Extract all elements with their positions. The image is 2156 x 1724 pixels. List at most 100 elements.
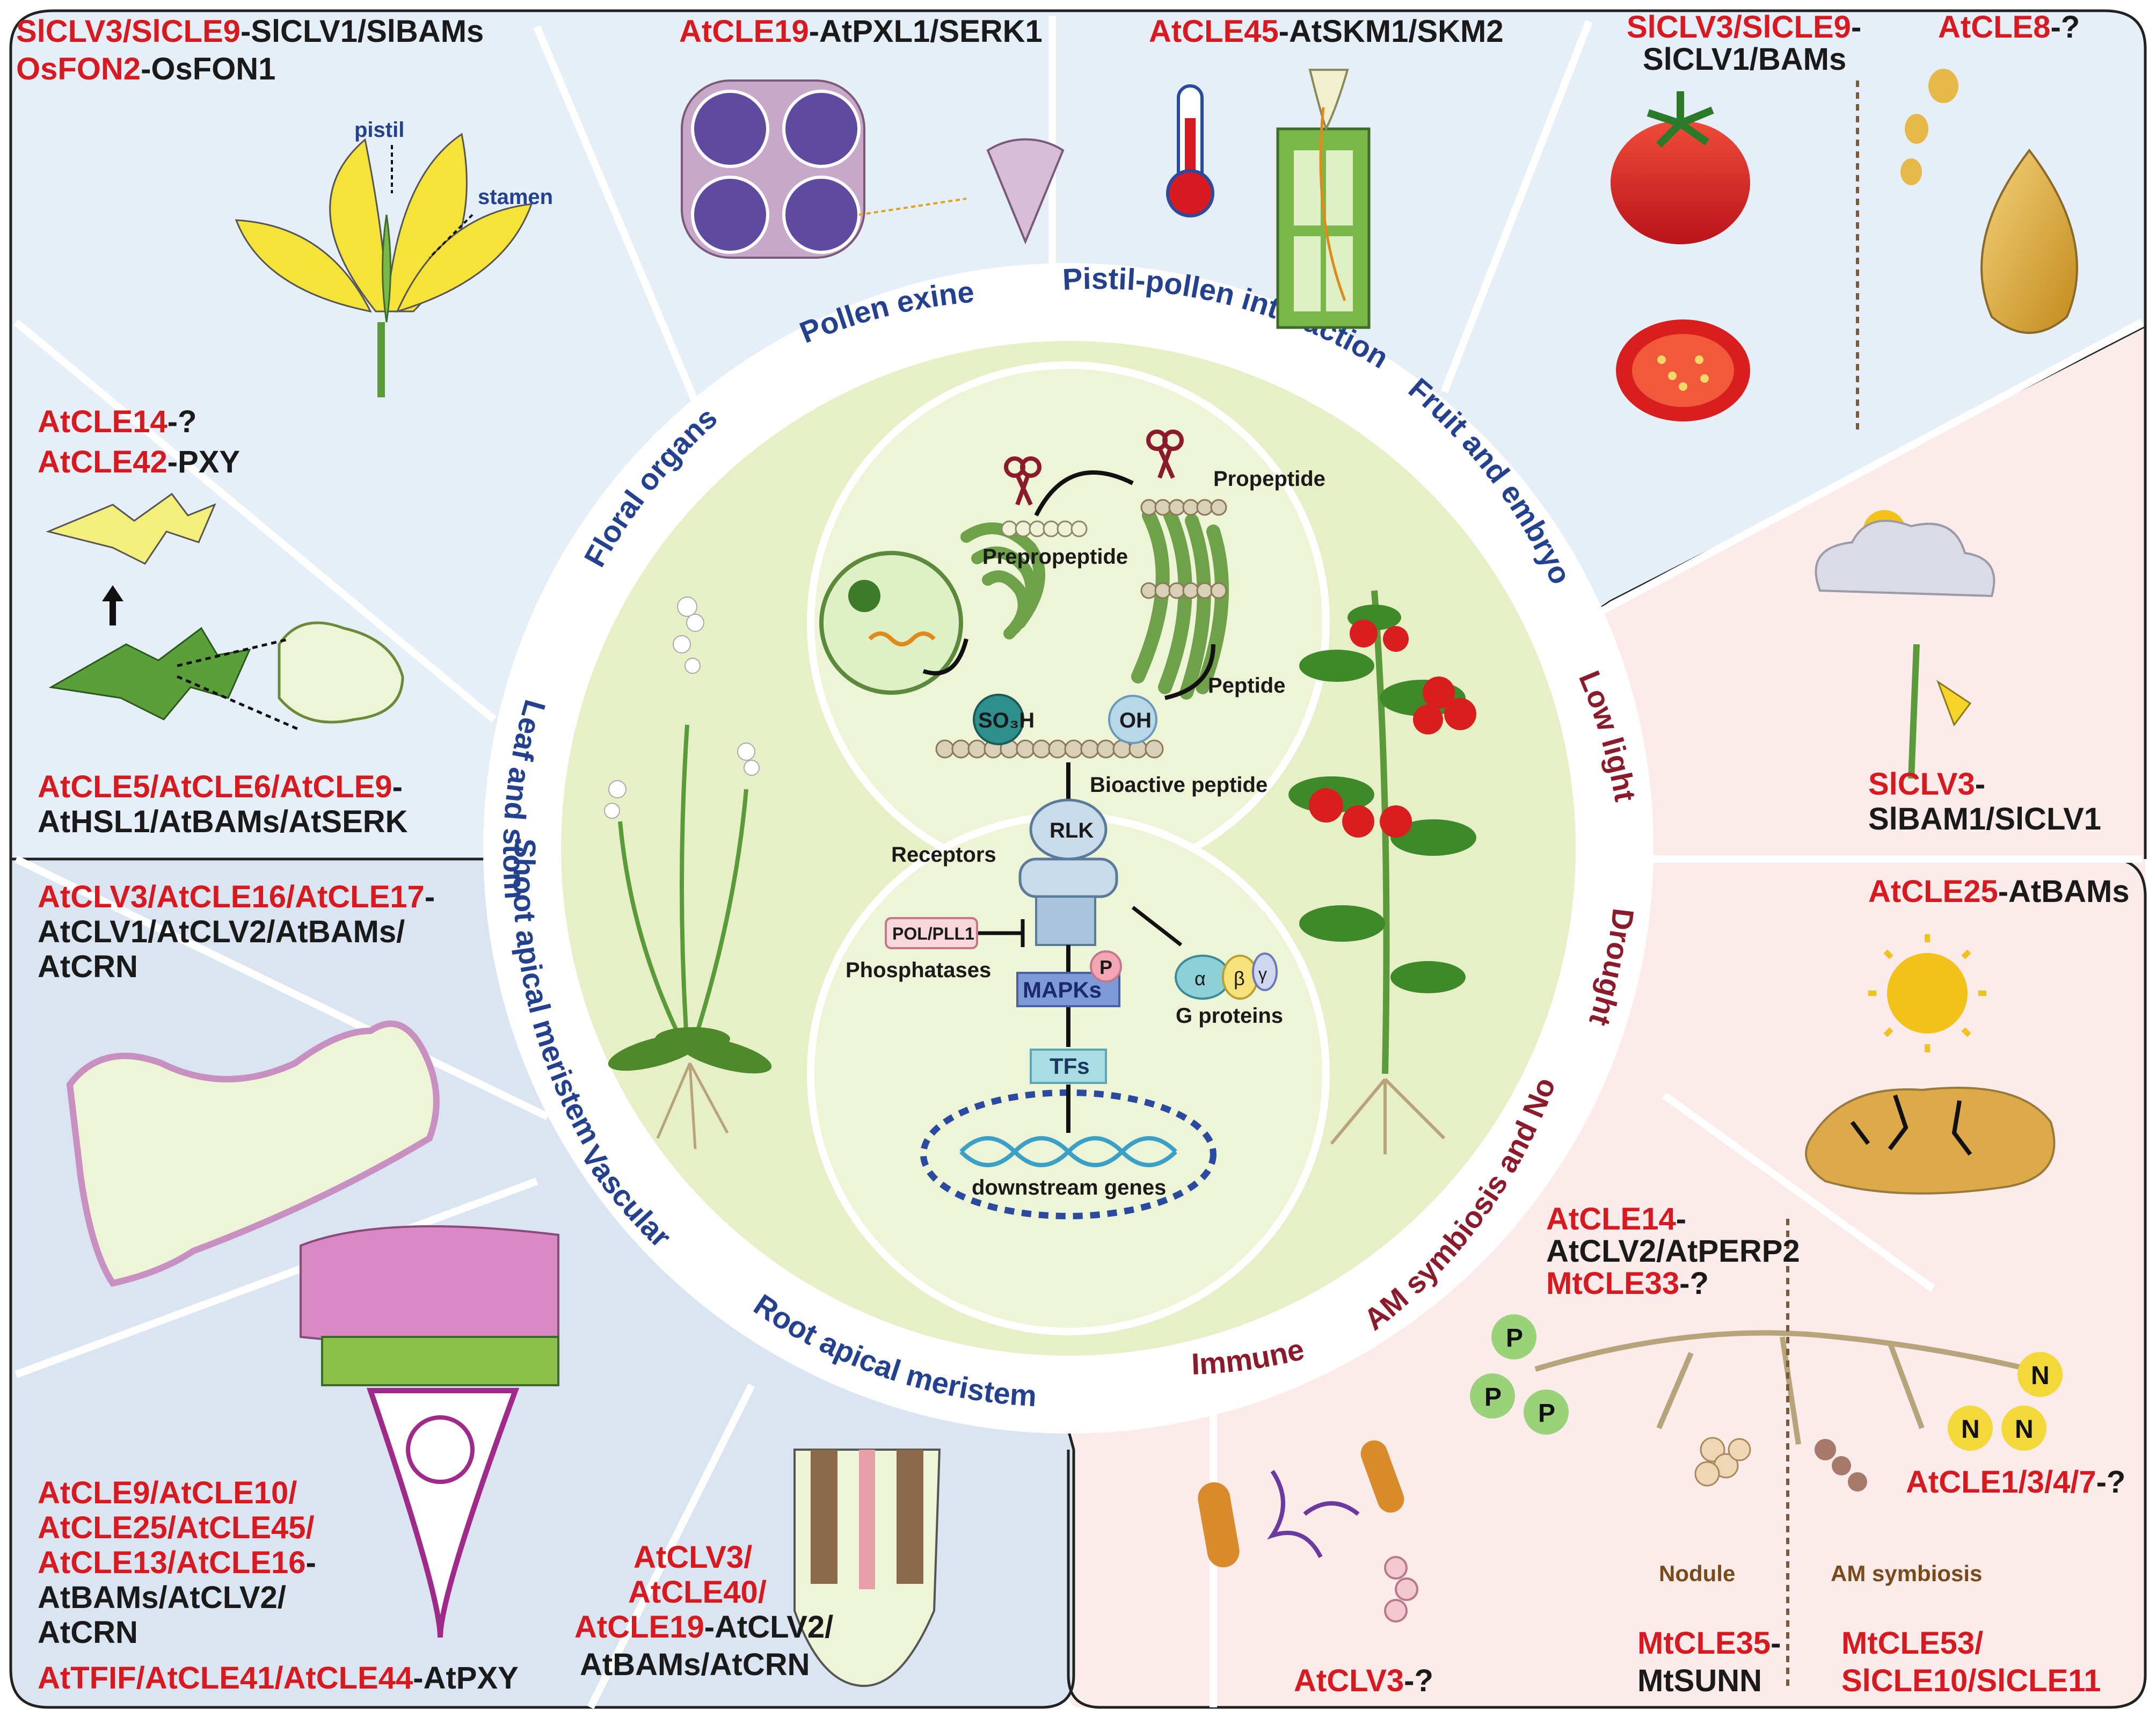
processing-arrow-2	[1034, 470, 1134, 517]
label-tfs: TFs	[1050, 1053, 1090, 1079]
er-stack	[960, 522, 1045, 639]
label-g-proteins: G proteins	[1176, 1004, 1283, 1028]
label-phosphate: P	[1099, 956, 1112, 978]
prepropeptide-chain	[1001, 520, 1088, 537]
sam-line-3: AtCRN	[38, 949, 138, 984]
vascular-line-3: AtCLE13/AtCLE16-	[38, 1545, 316, 1580]
leaf-line-1: AtCLE14-?	[38, 404, 196, 439]
am-line-6: MtSUNN	[1637, 1663, 1762, 1698]
panel-text: SlCLV3/SlCLE9-SlCLV1/SlBAMs OsFON2-OsFON…	[16, 10, 2130, 1698]
label-stamen: stamen	[478, 185, 553, 209]
drought-panel-border	[1067, 857, 2147, 1709]
drought-line: AtCLE25-AtBAMs	[1868, 874, 2130, 909]
ram-line-3: AtCLE19-AtCLV2/	[574, 1610, 833, 1645]
label-prepropeptide: Prepropeptide	[982, 545, 1128, 569]
am-line-3: MtCLE33-?	[1546, 1266, 1709, 1301]
floral-line-2: OsFON2-OsFON1	[16, 52, 275, 86]
tomato-plant-icon	[1288, 590, 1476, 1154]
processing-arrow-3	[1164, 644, 1215, 700]
am-line-2: AtCLV2/AtPERP2	[1546, 1234, 1800, 1269]
label-mapks: MAPKs	[1023, 977, 1102, 1002]
leaf-line-4: AtHSL1/AtBAMs/AtSERK	[38, 804, 408, 839]
sam-line-1: AtCLV3/AtCLE16/AtCLE17-	[38, 879, 435, 914]
nitrogen-nutrient-icons: N N N	[1948, 1352, 2063, 1451]
vascular-line-1: AtCLE9/AtCLE10/	[38, 1475, 297, 1510]
label-rlk: RLK	[1050, 819, 1094, 842]
phosphate-nutrient-icons: P P P	[1470, 1314, 1569, 1435]
phosphate-badge	[1090, 950, 1122, 983]
root-tip-icon	[793, 1449, 941, 1687]
floral-line-1: SlCLV3/SlCLE9-SlCLV1/SlBAMs	[16, 14, 484, 49]
vascular-line-6: AtTFIF/AtCLE41/AtCLE44-AtPXY	[38, 1661, 519, 1696]
transmembrane	[1035, 896, 1096, 946]
embryo-seed-icon	[1900, 69, 2078, 334]
root-symbiosis-icon: P P P N N N Nodule AM symbiosis	[1470, 1219, 2063, 1691]
embryo-line: AtCLE8-?	[1938, 10, 2080, 45]
scissors-icon-2	[1146, 430, 1184, 479]
am-line-1: AtCLE14-	[1546, 1202, 1686, 1236]
tomato-fruit-icon	[1611, 91, 1750, 421]
immune-line: AtCLV3-?	[1294, 1663, 1433, 1698]
bioactive-peptide-chain	[935, 739, 1164, 759]
vascular-line-2: AtCLE25/AtCLE45/	[38, 1510, 315, 1545]
g-gamma	[1252, 952, 1278, 991]
label-so3h: SO₃H	[978, 709, 1035, 732]
thermometer-icon	[1166, 84, 1214, 217]
arrow-receptor-gprotein	[1131, 906, 1183, 947]
sulfation-group	[973, 694, 1024, 745]
scissors-icon	[1004, 456, 1041, 506]
hydroxylation-group	[1108, 695, 1157, 744]
tfs-box	[1030, 1049, 1107, 1084]
vascular-line-5: AtCRN	[38, 1615, 138, 1650]
ram-line-2: AtCLE40/	[628, 1575, 767, 1610]
leaf-line-2: AtCLE42-PXY	[38, 445, 240, 479]
drought-icon	[1805, 934, 2056, 1195]
pistil-line: AtCLE45-AtSKM1/SKM2	[1149, 14, 1504, 49]
fruit-line-1: SlCLV3/SlCLE9-	[1627, 10, 1861, 45]
label-am-symbiosis: AM symbiosis	[1831, 1561, 1982, 1586]
shoot-meristem-icon	[66, 1020, 440, 1287]
label-downstream-genes: downstream genes	[972, 1176, 1166, 1199]
ram-line-4: AtBAMs/AtCRN	[580, 1647, 810, 1682]
arabidopsis-plant-icon	[604, 597, 772, 1150]
sector-dividers	[13, 16, 2144, 1710]
fruit-line-2: SlCLV1/BAMs	[1643, 42, 1846, 77]
label-alpha: α	[1194, 968, 1206, 990]
label-gamma: γ	[1258, 964, 1267, 984]
label-oh: OH	[1119, 709, 1152, 732]
label-peptide: Peptide	[1208, 674, 1285, 697]
svg-text:N: N	[2031, 1362, 2050, 1390]
svg-text:P: P	[1484, 1383, 1502, 1412]
propeptide-chain	[1140, 499, 1227, 599]
peptide-processing: Prepropeptide Propeptide Peptide SO₃H OH…	[819, 430, 1325, 805]
am-line-8: SlCLE10/SlCLE11	[1841, 1663, 2101, 1698]
receptor-stalk	[1018, 857, 1118, 898]
lowlight-line-2: SlBAM1/SlCLV1	[1868, 802, 2101, 836]
pol-pll1-box	[885, 917, 978, 949]
ram-line-1: AtCLV3/	[633, 1540, 752, 1575]
nucleolus	[848, 580, 880, 612]
lowlight-line-1: SlCLV3-	[1868, 767, 1985, 802]
leaf-line-3: AtCLE5/AtCLE6/AtCLE9-	[38, 769, 403, 804]
label-bioactive-peptide: Bioactive peptide	[1090, 773, 1268, 797]
label-receptors: Receptors	[891, 843, 996, 867]
pathogen-icon	[1198, 1440, 1418, 1623]
svg-text:P: P	[1506, 1324, 1523, 1352]
am-line-4: AtCLE1/3/4/7-?	[1906, 1465, 2125, 1500]
sam-line-2: AtCLV1/AtCLV2/AtBAMs/	[38, 914, 405, 949]
svg-text:N: N	[1961, 1415, 1980, 1444]
vascular-cross-section-icon	[300, 1225, 559, 1638]
label-pol-pll1: POL/PLL1	[892, 924, 974, 943]
receptor-signaling: RLK Receptors POL/PLL1 Phosphatases MAPK…	[846, 798, 1283, 1219]
flower-icon: pistil stamen	[235, 118, 553, 397]
svg-text:P: P	[1538, 1399, 1555, 1428]
dna-helix	[959, 1136, 1177, 1167]
label-propeptide: Propeptide	[1213, 467, 1325, 491]
mrna-strand	[868, 631, 936, 646]
low-light-icon	[1815, 510, 1995, 779]
pollen-line: AtCLE19-AtPXL1/SERK1	[679, 14, 1043, 49]
pistil-pollen-icon	[1276, 69, 1371, 329]
am-line-5: MtCLE35-	[1637, 1626, 1781, 1661]
vascular-line-4: AtBAMs/AtCLV2/	[38, 1580, 286, 1615]
